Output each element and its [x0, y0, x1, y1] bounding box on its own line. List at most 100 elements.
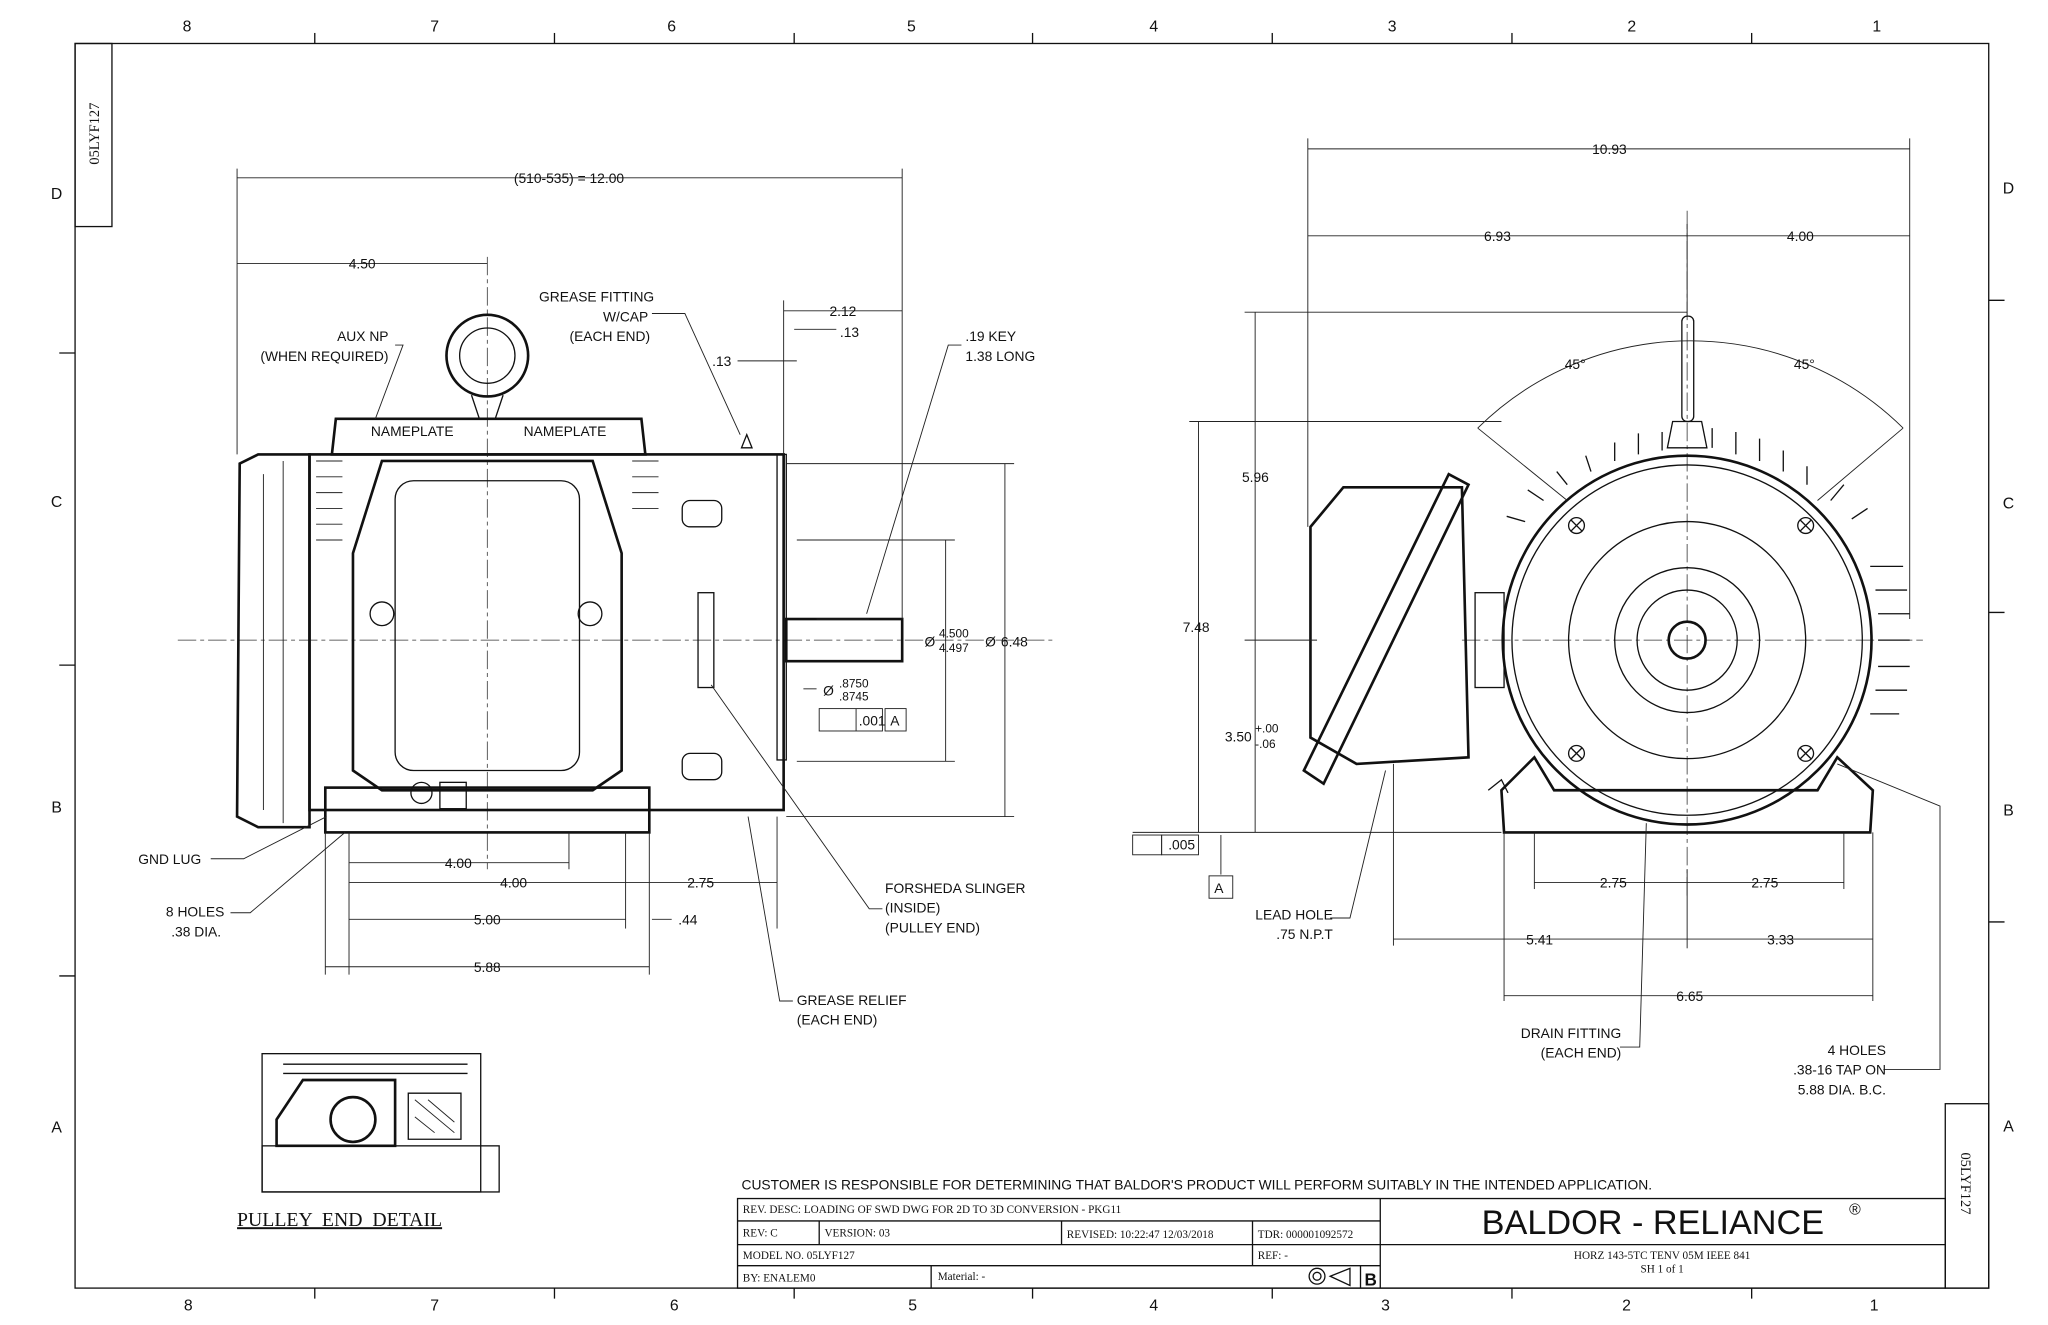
svg-text:6: 6: [670, 1297, 679, 1314]
svg-text:LEAD HOLE: LEAD HOLE: [1255, 906, 1333, 922]
svg-text:W/CAP: W/CAP: [603, 308, 648, 324]
svg-text:.44: .44: [678, 912, 698, 928]
svg-text:8: 8: [184, 1297, 193, 1314]
zone-labels-right: DC BA: [2003, 181, 2014, 1136]
drawing-border: [74, 42, 1990, 1289]
svg-text:10.93: 10.93: [1592, 141, 1627, 157]
drawing-id-right: 05LYF127: [1957, 1152, 1973, 1214]
svg-text:B: B: [51, 800, 62, 817]
part-description: HORZ 143-5TC TENV 05M IEEE 841: [1574, 1250, 1750, 1262]
svg-text:NAMEPLATE: NAMEPLATE: [371, 423, 454, 439]
svg-text:.001: .001: [859, 713, 886, 729]
svg-text:A: A: [1214, 880, 1224, 896]
drawing-id-box-left: [74, 42, 113, 228]
side-view-dimensions: (510-535) = 12.00 4.50 2.12 .13 .13 Ø 4.…: [349, 170, 1028, 975]
svg-text:Ø: Ø: [823, 682, 834, 698]
drawing-id-box-right: [1944, 1103, 1990, 1289]
svg-text:1.38 LONG: 1.38 LONG: [965, 348, 1035, 364]
material: Material: -: [938, 1271, 986, 1283]
svg-text:4.00: 4.00: [445, 855, 472, 871]
model-no: MODEL NO. 05LYF127: [743, 1250, 855, 1262]
svg-text:NAMEPLATE: NAMEPLATE: [524, 423, 607, 439]
rev-desc: REV. DESC: LOADING OF SWD DWG FOR 2D TO …: [743, 1204, 1121, 1216]
svg-text:.005: .005: [1168, 837, 1195, 853]
svg-text:4: 4: [1149, 19, 1158, 36]
side-view-dimension-lines: [210, 168, 1015, 1002]
svg-text:4.497: 4.497: [939, 641, 969, 655]
revised: REVISED: 10:22:47 12/03/2018: [1067, 1229, 1214, 1241]
svg-text:6.65: 6.65: [1676, 988, 1703, 1004]
svg-text:A: A: [51, 1120, 62, 1137]
svg-text:2.12: 2.12: [829, 303, 856, 319]
svg-text:.19 KEY: .19 KEY: [965, 328, 1016, 344]
rev: REV: C: [743, 1228, 778, 1240]
svg-text:.8745: .8745: [839, 690, 869, 704]
svg-text:2.75: 2.75: [1751, 875, 1778, 891]
svg-text:2: 2: [1622, 1297, 1631, 1314]
svg-text:6: 6: [667, 19, 676, 36]
svg-text:Ø: Ø: [925, 634, 936, 650]
svg-text:2: 2: [1627, 19, 1636, 36]
projection-symbol-icon: [1308, 1267, 1351, 1287]
svg-text:5.00: 5.00: [474, 912, 501, 928]
svg-text:4 HOLES: 4 HOLES: [1828, 1042, 1886, 1058]
registered-mark: ®: [1849, 1201, 1861, 1218]
svg-text:(510-535) = 12.00: (510-535) = 12.00: [514, 170, 625, 186]
svg-text:.13: .13: [712, 353, 732, 369]
svg-text:DRAIN FITTING: DRAIN FITTING: [1521, 1025, 1622, 1041]
svg-text:3: 3: [1381, 1297, 1390, 1314]
svg-text:5.88 DIA. B.C.: 5.88 DIA. B.C.: [1798, 1081, 1886, 1097]
svg-text:C: C: [51, 494, 62, 511]
company-logo: BALDOR - RELIANCE: [1482, 1204, 1824, 1242]
svg-text:(EACH END): (EACH END): [1541, 1045, 1622, 1061]
svg-text:.13: .13: [840, 324, 860, 340]
svg-text:(EACH END): (EACH END): [797, 1012, 878, 1028]
svg-text:3: 3: [1388, 19, 1397, 36]
svg-text:6.93: 6.93: [1484, 228, 1511, 244]
svg-text:-.06: -.06: [1255, 737, 1276, 751]
svg-text:4.00: 4.00: [1787, 228, 1814, 244]
svg-text:7.48: 7.48: [1183, 619, 1210, 635]
svg-text:5.88: 5.88: [474, 959, 501, 975]
svg-text:(INSIDE): (INSIDE): [885, 900, 940, 916]
svg-text:3.33: 3.33: [1767, 931, 1794, 947]
svg-text:8: 8: [183, 19, 192, 36]
svg-text:5.41: 5.41: [1526, 931, 1553, 947]
svg-text:Ø: Ø: [985, 634, 996, 650]
end-view-dimension-lines: [1132, 138, 1941, 1070]
svg-text:B: B: [2003, 802, 2014, 819]
zone-labels-left: D C B A: [51, 186, 62, 1137]
svg-text:C: C: [2003, 495, 2014, 512]
svg-text:7: 7: [430, 19, 439, 36]
svg-text:(WHEN REQUIRED): (WHEN REQUIRED): [260, 348, 388, 364]
end-view-labels: LEAD HOLE .75 N.P.T DRAIN FITTING (EACH …: [1255, 906, 1886, 1097]
svg-text:A: A: [2003, 1118, 2014, 1135]
zone-labels-top: 8 7 6 5 4 3 2 1: [183, 19, 1882, 36]
drawing-id-left: 05LYF127: [87, 103, 103, 165]
disclaimer: CUSTOMER IS RESPONSIBLE FOR DETERMINING …: [741, 1176, 1652, 1192]
svg-text:GREASE FITTING: GREASE FITTING: [539, 289, 654, 305]
svg-text:45°: 45°: [1794, 356, 1815, 372]
pulley-end-detail: [261, 1053, 500, 1193]
svg-text:45°: 45°: [1565, 356, 1586, 372]
svg-text:5: 5: [907, 19, 916, 36]
svg-text:2.75: 2.75: [1600, 875, 1627, 891]
svg-text:.38 DIA.: .38 DIA.: [171, 923, 221, 939]
svg-text:.38-16 TAP ON: .38-16 TAP ON: [1793, 1062, 1886, 1078]
svg-text:6.48: 6.48: [1001, 634, 1028, 650]
svg-text:(EACH END): (EACH END): [570, 328, 651, 344]
svg-text:1: 1: [1872, 19, 1881, 36]
svg-text:FORSHEDA SLINGER: FORSHEDA SLINGER: [885, 880, 1025, 896]
svg-text:AUX NP: AUX NP: [337, 328, 388, 344]
title-block: CUSTOMER IS RESPONSIBLE FOR DETERMINING …: [736, 1176, 1946, 1289]
svg-text:4.500: 4.500: [939, 626, 969, 640]
svg-text:2.75: 2.75: [687, 875, 714, 891]
svg-text:A: A: [890, 713, 900, 729]
svg-text:.75 N.P.T: .75 N.P.T: [1276, 926, 1333, 942]
svg-text:D: D: [51, 186, 62, 203]
svg-text:GND LUG: GND LUG: [138, 851, 201, 867]
svg-text:1: 1: [1870, 1297, 1879, 1314]
svg-text:5: 5: [908, 1297, 917, 1314]
svg-text:GREASE RELIEF: GREASE RELIEF: [797, 992, 907, 1008]
